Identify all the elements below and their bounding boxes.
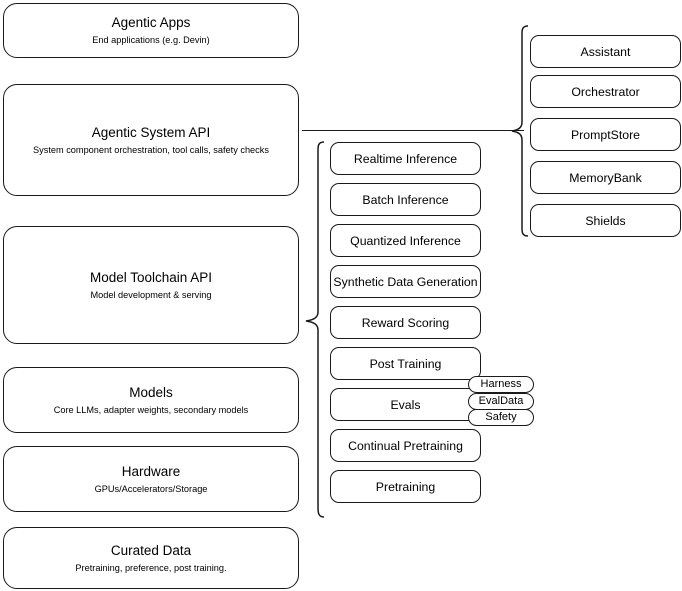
layer-subtitle: Core LLMs, adapter weights, secondary mo…: [53, 404, 249, 415]
capability-box-synthetic-data-generation[interactable]: Synthetic Data Generation: [330, 265, 481, 298]
layer-subtitle: End applications (e.g. Devin): [92, 35, 210, 45]
eval-pill-evaldata[interactable]: EvalData: [468, 393, 534, 410]
layer-box-model-toolchain-api[interactable]: Model Toolchain API Model development & …: [3, 226, 299, 344]
brace-system-components: [511, 25, 529, 237]
layer-subtitle: Model development & serving: [90, 289, 212, 300]
layer-box-curated-data[interactable]: Curated Data Pretraining, preference, po…: [3, 527, 299, 589]
layer-title: Curated Data: [110, 542, 192, 558]
eval-pill-label: Safety: [485, 411, 517, 423]
capability-label: Reward Scoring: [361, 315, 450, 330]
capability-label: Realtime Inference: [353, 151, 458, 166]
capability-label: Evals: [390, 397, 421, 412]
layer-subtitle: Pretraining, preference, post training.: [75, 562, 227, 573]
component-box-shields[interactable]: Shields: [530, 204, 681, 237]
component-box-memorybank[interactable]: MemoryBank: [530, 161, 681, 194]
capability-box-post-training[interactable]: Post Training: [330, 347, 481, 380]
layer-box-hardware[interactable]: Hardware GPUs/Accelerators/Storage: [3, 446, 299, 512]
capability-box-continual-pretraining[interactable]: Continual Pretraining: [330, 429, 481, 462]
component-label: Assistant: [580, 44, 631, 59]
capability-label: Quantized Inference: [350, 233, 461, 248]
connector-line-system-api-to-components: [302, 130, 524, 132]
eval-pill-label: EvalData: [478, 395, 524, 407]
capability-label: Pretraining: [375, 479, 436, 494]
capability-label: Continual Pretraining: [348, 438, 463, 453]
component-box-assistant[interactable]: Assistant: [530, 35, 681, 68]
layer-box-models[interactable]: Models Core LLMs, adapter weights, secon…: [3, 367, 299, 433]
component-box-promptstore[interactable]: PromptStore: [530, 118, 681, 151]
layer-title: Models: [129, 384, 173, 400]
capability-box-batch-inference[interactable]: Batch Inference: [330, 183, 481, 216]
layer-subtitle: GPUs/Accelerators/Storage: [94, 483, 208, 494]
capability-box-pretraining[interactable]: Pretraining: [330, 470, 481, 503]
capability-box-realtime-inference[interactable]: Realtime Inference: [330, 142, 481, 175]
brace-toolchain-capabilities: [305, 141, 325, 518]
capability-label: Post Training: [369, 356, 442, 371]
layer-box-agentic-system-api[interactable]: Agentic System API System component orch…: [3, 84, 299, 196]
eval-pill-safety[interactable]: Safety: [468, 409, 534, 426]
layer-title: Hardware: [121, 463, 181, 479]
capability-label: Synthetic Data Generation: [333, 274, 478, 289]
capability-box-reward-scoring[interactable]: Reward Scoring: [330, 306, 481, 339]
component-box-orchestrator[interactable]: Orchestrator: [530, 75, 681, 108]
capability-label: Batch Inference: [362, 192, 449, 207]
component-label: Orchestrator: [571, 84, 640, 99]
layer-title: Agentic System API: [91, 124, 211, 140]
eval-pill-label: Harness: [480, 378, 522, 390]
layer-subtitle: System component orchestration, tool cal…: [33, 144, 269, 155]
layer-box-agentic-apps[interactable]: Agentic Apps End applications (e.g. Devi…: [3, 3, 299, 58]
component-label: MemoryBank: [569, 170, 642, 185]
component-label: Shields: [585, 213, 626, 228]
layer-title: Model Toolchain API: [89, 269, 213, 285]
component-label: PromptStore: [570, 127, 641, 142]
capability-box-evals[interactable]: Evals: [330, 388, 481, 421]
eval-pill-harness[interactable]: Harness: [468, 376, 534, 393]
capability-box-quantized-inference[interactable]: Quantized Inference: [330, 224, 481, 257]
layer-title: Agentic Apps: [111, 15, 191, 30]
